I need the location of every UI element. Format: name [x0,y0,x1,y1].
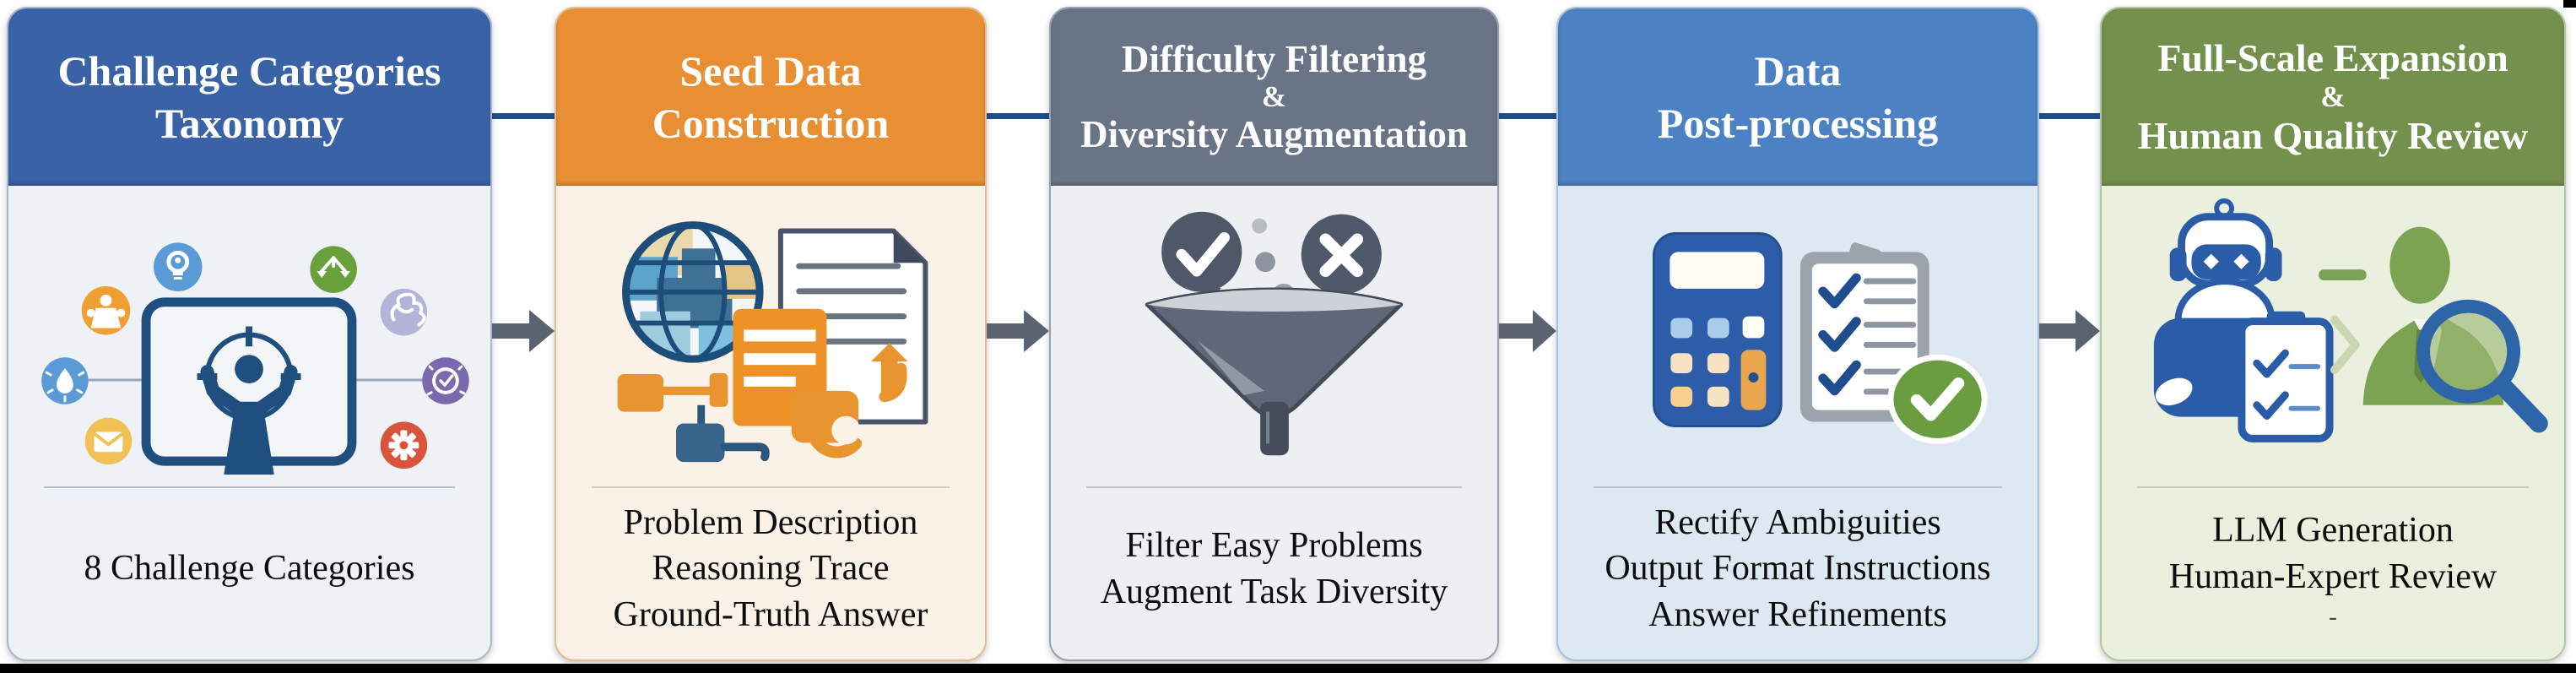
stage-cards-row: Challenge Categories Taxonomy [7,7,2566,661]
stage-caption: 8 Challenge Categories [8,488,490,659]
seed-data-illustration [556,186,985,475]
flowchart-icon [617,373,770,463]
stage-body: Filter Easy Problems Augment Task Divers… [1051,186,1497,659]
stray-dash: - [2329,603,2337,632]
puzzle-ribbon-icon [380,288,428,336]
stage-title-line: Construction [652,100,890,147]
taxonomy-illustration-svg [41,242,469,475]
divider [592,486,950,488]
stage-title-line: Difficulty Filtering [1121,37,1427,80]
mail-icon [84,417,133,465]
caption-line: LLM Generation [2212,510,2454,550]
stage-body: LLM Generation Human-Expert Review - [2102,186,2564,659]
handoff-dash-icon [2319,269,2367,281]
stage-title-line: Data [1754,47,1842,95]
stage-card-filtering: Difficulty Filtering & Diversity Augment… [1049,7,1499,661]
stage-title-line: Challenge Categories [57,47,441,95]
stage-title-line: Human Quality Review [2137,114,2529,158]
caption-line: Problem Description [623,502,918,542]
funnel-illustration-svg [1145,211,1404,456]
chat-hand-icon [791,390,863,459]
stage-header: Challenge Categories Taxonomy [8,8,490,186]
stage-card-seed-data: Seed Data Construction [555,7,987,661]
upload-arrow-icon [870,343,908,403]
approved-badge-icon [1887,354,1988,444]
user-icon [81,285,131,335]
review-illustration-svg [2153,198,2548,442]
stage-body: 8 Challenge Categories [8,186,490,659]
stage-title-line: Seed Data [679,47,862,95]
stage-caption: Rectify Ambiguities Output Format Instru… [1558,488,2038,659]
stage-title-line: & [2320,79,2346,113]
stage-body: Problem Description Reasoning Trace Grou… [556,186,985,659]
divider [1594,486,2002,488]
stage-header: Difficulty Filtering & Diversity Augment… [1051,8,1497,186]
flow-arrow-2 [987,310,1049,352]
target-figure-icon [141,297,357,475]
scales-icon [310,246,357,293]
caption-line: Reasoning Trace [652,549,890,589]
stage-title-line: & [1261,79,1287,113]
stage-header: Full-Scale Expansion & Human Quality Rev… [2102,8,2564,186]
globe-icon [622,221,764,363]
caption-line: Augment Task Diversity [1100,572,1448,611]
calculator-icon [1653,232,1783,427]
gear-icon [380,421,428,469]
divider [1086,486,1462,488]
caption-line: Output Format Instructions [1605,549,1991,589]
bottom-frame-bar [0,664,2576,673]
stage-title-line: Taxonomy [154,100,344,147]
insight-drop-icon [41,357,89,404]
stage-title-line: Post-processing [1657,100,1939,147]
caption-line: Human-Expert Review [2168,556,2498,596]
funnel-icon [1145,287,1404,456]
stage-title-line: Diversity Augmentation [1080,113,1468,156]
caption-line: 8 Challenge Categories [84,549,415,589]
funnel-illustration [1051,186,1497,475]
flow-arrow-3 [1499,310,1556,352]
clock-icon [422,357,469,404]
stage-caption: LLM Generation Human-Expert Review - [2102,488,2564,659]
postprocessing-illustration [1558,186,2038,475]
stage-card-expansion-review: Full-Scale Expansion & Human Quality Rev… [2100,7,2566,661]
stage-header: Data Post-processing [1558,8,2038,186]
caption-line: Rectify Ambiguities [1654,502,1941,542]
caption-line: Ground-Truth Answer [613,594,928,634]
seed-data-illustration-svg [617,221,928,463]
stage-card-taxonomy: Challenge Categories Taxonomy [7,7,492,661]
flow-arrow-1 [492,310,555,352]
stage-title-line: Full-Scale Expansion [2157,36,2508,80]
stage-caption: Filter Easy Problems Augment Task Divers… [1051,488,1497,659]
handoff-chevron-icon [2330,315,2360,375]
flow-arrow-4 [2039,310,2100,352]
clipboard-icon [2238,311,2334,442]
stage-caption: Problem Description Reasoning Trace Grou… [556,488,985,659]
caption-line: Answer Refinements [1648,594,1947,634]
postprocessing-illustration-svg [1653,232,1988,444]
stage-header: Seed Data Construction [556,8,985,186]
taxonomy-illustration [8,186,490,475]
divider [2137,486,2529,488]
divider [44,486,455,488]
lightbulb-pin-icon [153,242,203,291]
corner-notch [2563,0,2576,8]
review-illustration [2102,186,2564,475]
caption-line: Filter Easy Problems [1125,525,1423,565]
stage-card-postprocessing: Data Post-processing [1556,7,2039,661]
magnifier-icon [2416,299,2548,433]
stage-body: Rectify Ambiguities Output Format Instru… [1558,186,2038,659]
